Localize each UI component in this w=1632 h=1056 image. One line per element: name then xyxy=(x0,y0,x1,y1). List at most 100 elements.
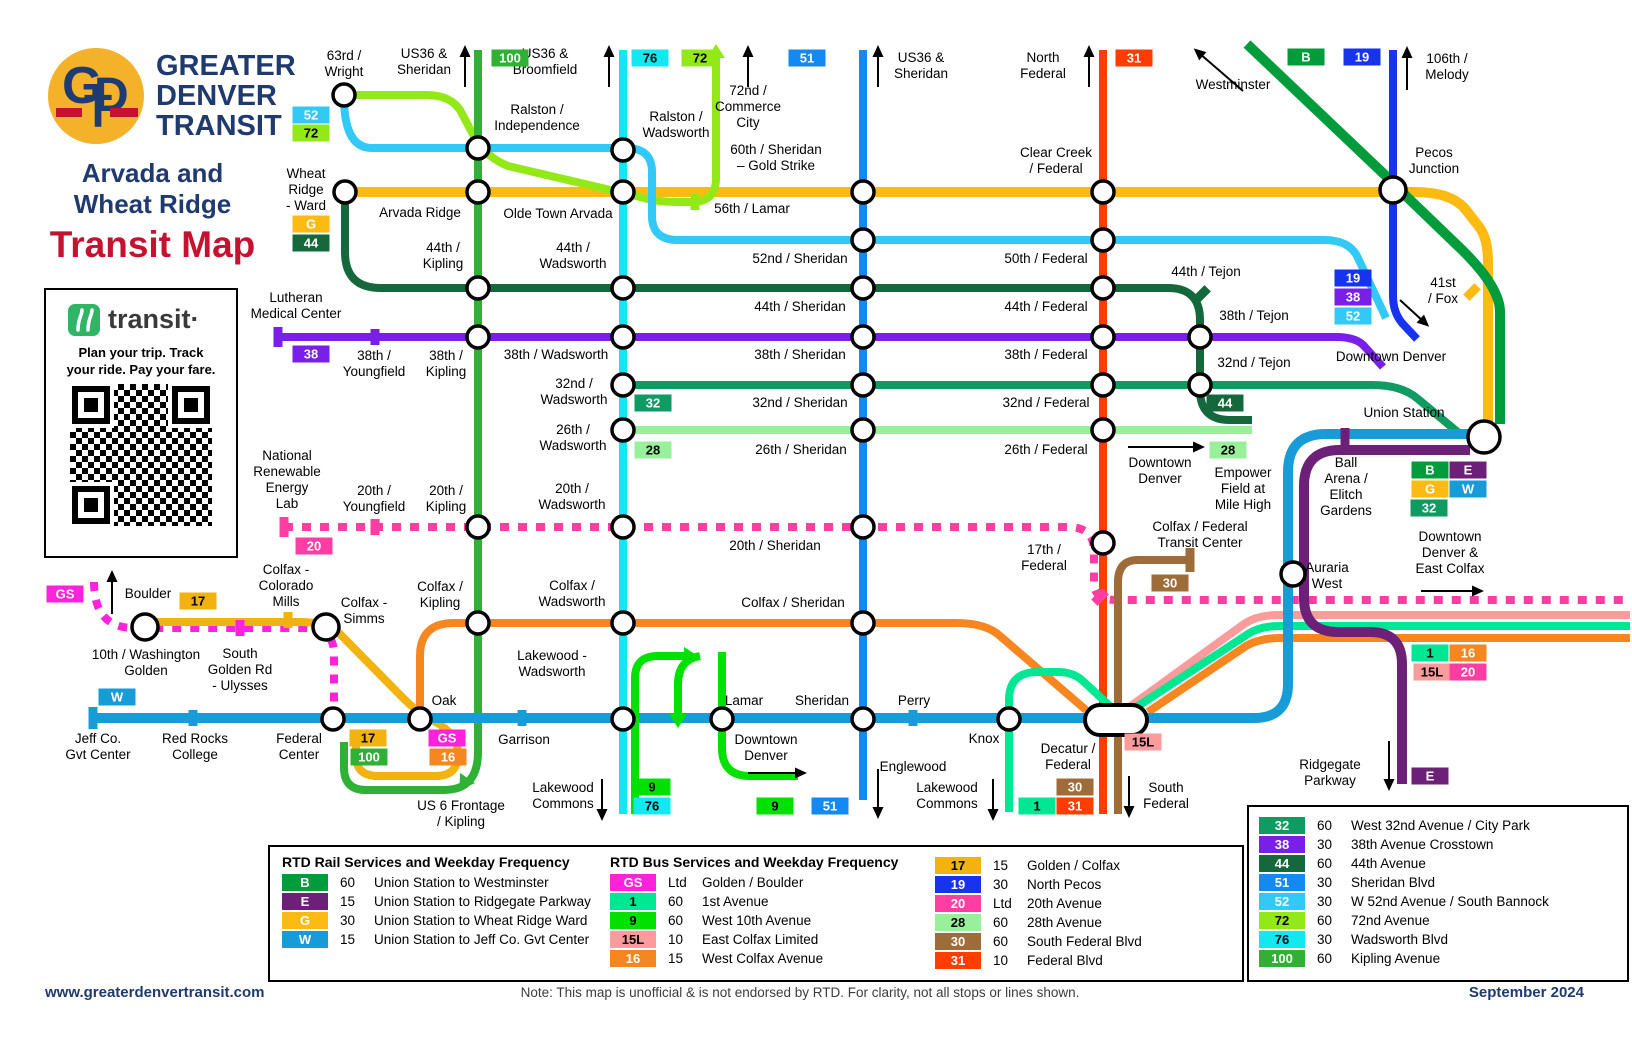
station-label: 26th / Federal xyxy=(1004,442,1088,457)
station-label: 32nd / Tejon xyxy=(1217,355,1291,370)
route-badge: B xyxy=(1287,48,1325,66)
station-label: Clear Creek / Federal xyxy=(1019,145,1093,176)
route-line-20 xyxy=(284,523,1630,604)
legend-route-name: South Federal Blvd xyxy=(1027,934,1142,949)
stop-tick xyxy=(1193,285,1211,303)
station-marker xyxy=(709,706,735,732)
legend-frequency: 10 xyxy=(993,953,1009,968)
stop-tick xyxy=(517,710,527,726)
legend-frequency: Ltd xyxy=(668,875,687,890)
station-marker xyxy=(331,82,357,108)
legend-route-name: 38th Avenue Crosstown xyxy=(1351,837,1494,852)
station-label: Union Station xyxy=(1363,405,1445,420)
route-badge: 30 xyxy=(1151,574,1189,592)
station-label: Colfax - Colorado Mills xyxy=(258,562,314,609)
legend-frequency: Ltd xyxy=(993,896,1012,911)
station-label: Red Rocks College xyxy=(161,731,229,762)
station-label: Garrison xyxy=(498,732,550,747)
station-label: Decatur / Federal xyxy=(1040,741,1096,772)
direction-arrowhead xyxy=(1193,441,1205,453)
route-line-72 xyxy=(344,54,720,206)
station-label: 32nd / Wadsworth xyxy=(540,376,608,407)
stop-tick xyxy=(1463,283,1481,301)
station-marker xyxy=(610,324,636,350)
legend-route-badge: E xyxy=(282,893,328,910)
route-line-9 xyxy=(631,652,684,814)
stop-tick xyxy=(88,707,98,729)
legend-route-badge: W xyxy=(282,931,328,948)
station-label: Knox xyxy=(968,731,1000,746)
direction-arrowhead xyxy=(1416,314,1430,327)
route-line-32 xyxy=(623,381,1463,438)
route-line-100 xyxy=(340,50,482,794)
station-label: Downtown Denver xyxy=(1335,349,1447,364)
legend-row: 32 60 West 32nd Avenue / City Park xyxy=(1259,816,1549,835)
station-marker xyxy=(311,612,341,642)
route-badge: 15L xyxy=(1124,733,1162,751)
station-label: 20th / Wadsworth xyxy=(538,481,606,512)
station-label: US 6 Frontage / Kipling xyxy=(417,798,505,829)
station-label: 10th / Washington Golden xyxy=(91,647,201,678)
legend-frequency: 30 xyxy=(1317,894,1333,909)
station-marker xyxy=(1090,179,1116,205)
footer-note: Note: This map is unofficial & is not en… xyxy=(520,985,1080,1000)
legend-route-badge: 28 xyxy=(935,914,981,931)
route-line-16 xyxy=(416,619,1089,714)
route-badge: B xyxy=(1411,461,1449,479)
station-marker xyxy=(465,275,491,301)
station-label: Downtown Denver xyxy=(734,732,798,763)
legend-frequency: 60 xyxy=(1317,856,1333,871)
route-badge: 52 xyxy=(292,106,330,124)
direction-arrowhead xyxy=(987,809,999,821)
station-label: Auraria West xyxy=(1305,560,1349,591)
stop-tick xyxy=(1091,588,1109,606)
legend-route-badge: G xyxy=(282,912,328,929)
legend-rail-bus-box: RTD Rail Services and Weekday Frequency … xyxy=(268,845,1244,982)
legend-route-badge: 17 xyxy=(935,857,981,874)
legend-rail-rows: B 60 Union Station to Westminster E 15 U… xyxy=(282,873,591,949)
legend-route-badge: 76 xyxy=(1259,931,1305,948)
line-arrowhead xyxy=(459,772,475,790)
legend-frequency: 60 xyxy=(668,913,684,928)
legend-route-name: West Colfax Avenue xyxy=(702,951,824,966)
legend-route-name: 28th Avenue xyxy=(1027,915,1102,930)
page-title: Transit Map xyxy=(49,224,256,265)
legend-bus-rows-2: 17 15 Golden / Colfax 19 30 North Pecos … xyxy=(935,856,1142,970)
station-label: 63rd / Wright xyxy=(324,48,364,79)
logo-red-bar xyxy=(110,108,138,117)
transit-wordmark: transit· xyxy=(108,304,200,334)
route-badge: 31 xyxy=(1056,797,1094,815)
route-badge: E xyxy=(1449,461,1487,479)
station-label: Lutheran Medical Center xyxy=(250,290,342,321)
route-badge: 19 xyxy=(1334,269,1372,287)
station-label: 44th / Sheridan xyxy=(754,299,846,314)
route-line-30 xyxy=(1114,556,1190,814)
route-line-1 xyxy=(1129,622,1630,714)
legend-route-badge: 38 xyxy=(1259,836,1305,853)
station-label: Westminster xyxy=(1195,77,1271,92)
station-marker xyxy=(610,179,636,205)
direction-arrowhead xyxy=(872,45,884,57)
station-marker xyxy=(850,372,876,398)
route-badge: 44 xyxy=(292,234,330,252)
station-label: Perry xyxy=(897,693,931,708)
route-badge: 76 xyxy=(633,797,671,815)
station-marker xyxy=(465,610,491,636)
brand-title-line1: GREATER xyxy=(156,50,296,82)
station-marker xyxy=(130,612,160,642)
station-label: Ralston / Independence xyxy=(494,102,580,133)
route-badge: E xyxy=(1411,767,1449,785)
station-label: 44th / Federal xyxy=(1004,299,1088,314)
legend-row: 9 60 West 10th Avenue xyxy=(610,911,898,930)
legend-route-badge: 9 xyxy=(610,912,656,929)
route-badge: 72 xyxy=(681,49,719,67)
legend-row: GS Ltd Golden / Boulder xyxy=(610,873,898,892)
station-marker xyxy=(850,514,876,540)
route-badge: 72 xyxy=(292,124,330,142)
station-label: 50th / Federal xyxy=(1004,251,1088,266)
footer-url[interactable]: www.greaterdenvertransit.com xyxy=(45,984,265,1001)
line-arrowhead xyxy=(669,714,687,728)
legend-row: G 30 Union Station to Wheat Ridge Ward xyxy=(282,911,591,930)
legend-row: 20 Ltd 20th Avenue xyxy=(935,894,1142,913)
